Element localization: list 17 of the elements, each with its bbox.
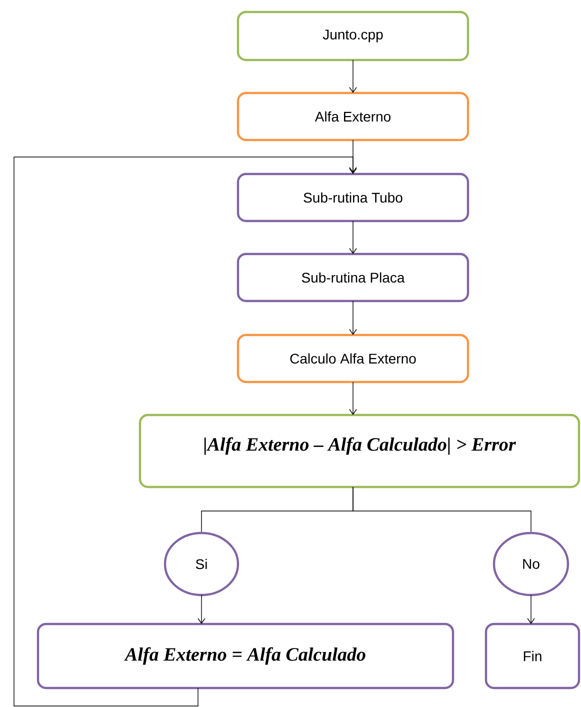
arrow xyxy=(349,300,357,335)
process-box: Fin xyxy=(484,622,580,690)
arrow xyxy=(349,140,357,174)
arrow xyxy=(349,382,357,415)
arrow xyxy=(349,60,357,93)
process-box: Calculo Alfa Externo xyxy=(236,334,470,384)
connector xyxy=(352,486,532,532)
arrow xyxy=(349,220,357,254)
loop-arrow xyxy=(14,156,357,706)
arrow xyxy=(198,594,206,624)
process-box: |Alfa Externo – Alfa Calculado| > Error xyxy=(138,414,580,488)
process-box: Alfa Externo xyxy=(236,92,470,142)
process-box: Alfa Externo = Alfa Calculado xyxy=(36,622,454,690)
arrow xyxy=(527,594,535,624)
process-box: Sub-rutina Placa xyxy=(236,252,470,302)
process-box: Sub-rutina Tubo xyxy=(236,172,470,222)
process-box: Junto.cpp xyxy=(236,10,470,62)
